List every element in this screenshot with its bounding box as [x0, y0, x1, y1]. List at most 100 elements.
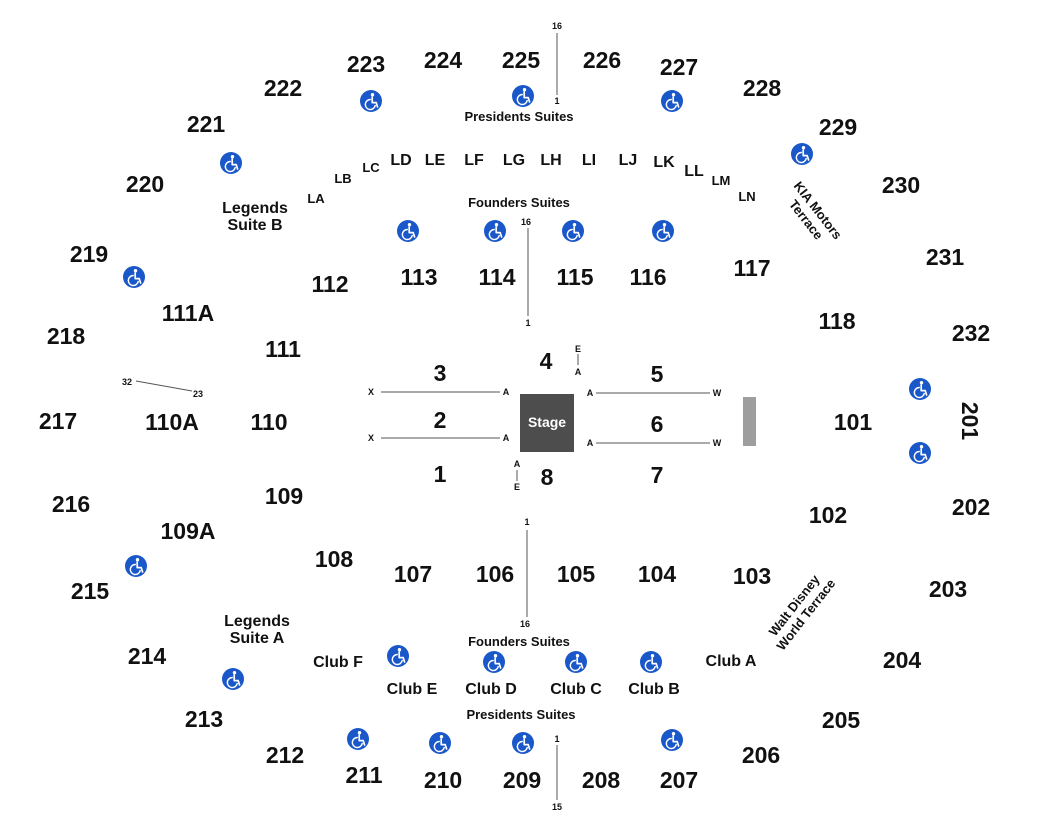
section-111a[interactable]: 111A	[162, 300, 214, 326]
section-201[interactable]: 201	[957, 402, 983, 441]
section-216[interactable]: 216	[52, 491, 90, 517]
wheelchair-icon[interactable]	[660, 728, 684, 752]
section-115[interactable]: 115	[556, 264, 593, 290]
section-229[interactable]: 229	[819, 114, 857, 140]
section-205[interactable]: 205	[822, 707, 861, 733]
section-103[interactable]: 103	[733, 563, 771, 589]
section-108[interactable]: 108	[315, 546, 354, 572]
section-224[interactable]: 224	[424, 47, 463, 73]
founders-suites-top[interactable]: Founders Suites	[468, 195, 570, 210]
loge-li[interactable]: LI	[582, 152, 596, 169]
walt-disney-world-terrace[interactable]: Walt Disney World Terrace	[762, 567, 839, 653]
wheelchair-icon[interactable]	[428, 731, 452, 755]
section-221[interactable]: 221	[187, 111, 226, 137]
section-223[interactable]: 223	[347, 51, 385, 77]
wheelchair-icon[interactable]	[660, 89, 684, 113]
section-219[interactable]: 219	[70, 241, 108, 267]
loge-lf[interactable]: LF	[464, 152, 484, 169]
loge-lk[interactable]: LK	[653, 154, 675, 171]
loge-lc[interactable]: LC	[362, 160, 380, 175]
section-218[interactable]: 218	[47, 323, 86, 349]
section-203[interactable]: 203	[929, 576, 967, 602]
wheelchair-icon[interactable]	[511, 84, 535, 108]
club-c[interactable]: Club C	[550, 681, 602, 698]
wheelchair-icon[interactable]	[639, 650, 663, 674]
section-220[interactable]: 220	[126, 171, 164, 197]
section-226[interactable]: 226	[583, 47, 621, 73]
wheelchair-icon[interactable]	[122, 265, 146, 289]
section-211[interactable]: 211	[345, 762, 382, 788]
wheelchair-icon[interactable]	[561, 219, 585, 243]
section-117[interactable]: 117	[733, 255, 770, 281]
section-107[interactable]: 107	[394, 561, 432, 587]
section-101[interactable]: 101	[834, 409, 873, 435]
legends-suite-a-line2[interactable]: Suite A	[230, 630, 285, 647]
wheelchair-icon[interactable]	[482, 650, 506, 674]
club-d[interactable]: Club D	[465, 681, 517, 698]
section-214[interactable]: 214	[128, 643, 167, 669]
wheelchair-icon[interactable]	[908, 441, 932, 465]
loge-lb[interactable]: LB	[334, 171, 351, 186]
section-104[interactable]: 104	[638, 561, 677, 587]
section-118[interactable]: 118	[818, 308, 855, 334]
legends-suite-b-line2[interactable]: Suite B	[227, 217, 282, 234]
section-105[interactable]: 105	[557, 561, 596, 587]
section-206[interactable]: 206	[742, 742, 780, 768]
section-231[interactable]: 231	[926, 244, 965, 270]
loge-lg[interactable]: LG	[503, 152, 525, 169]
club-a[interactable]: Club A	[706, 653, 757, 670]
section-2[interactable]: 2	[434, 407, 447, 433]
section-1[interactable]: 1	[434, 461, 447, 487]
wheelchair-icon[interactable]	[564, 650, 588, 674]
section-111[interactable]: 111	[265, 336, 301, 362]
section-112[interactable]: 112	[311, 271, 348, 297]
section-110[interactable]: 110	[250, 409, 287, 435]
section-209[interactable]: 209	[503, 767, 541, 793]
section-227[interactable]: 227	[660, 54, 698, 80]
section-228[interactable]: 228	[743, 75, 782, 101]
wheelchair-icon[interactable]	[221, 667, 245, 691]
section-110a[interactable]: 110A	[145, 409, 199, 435]
legends-suite-a-line1[interactable]: Legends	[224, 613, 290, 630]
section-232[interactable]: 232	[952, 320, 990, 346]
club-f[interactable]: Club F	[313, 654, 363, 671]
stage[interactable]	[520, 394, 574, 452]
section-204[interactable]: 204	[883, 647, 922, 673]
section-102[interactable]: 102	[809, 502, 847, 528]
loge-ll[interactable]: LL	[684, 163, 704, 180]
loge-la[interactable]: LA	[307, 191, 325, 206]
wheelchair-icon[interactable]	[124, 554, 148, 578]
section-5[interactable]: 5	[651, 361, 664, 387]
founders-suites-bottom[interactable]: Founders Suites	[468, 634, 570, 649]
section-6[interactable]: 6	[651, 411, 664, 437]
section-109a[interactable]: 109A	[161, 518, 216, 544]
presidents-suites-top[interactable]: Presidents Suites	[464, 109, 573, 124]
section-106[interactable]: 106	[476, 561, 514, 587]
section-230[interactable]: 230	[882, 172, 920, 198]
wheelchair-icon[interactable]	[483, 219, 507, 243]
wheelchair-icon[interactable]	[386, 644, 410, 668]
section-215[interactable]: 215	[71, 578, 110, 604]
wheelchair-icon[interactable]	[219, 151, 243, 175]
section-222[interactable]: 222	[264, 75, 302, 101]
section-8[interactable]: 8	[541, 464, 554, 490]
presidents-suites-bottom[interactable]: Presidents Suites	[466, 707, 575, 722]
loge-le[interactable]: LE	[425, 152, 446, 169]
loge-lj[interactable]: LJ	[619, 152, 638, 169]
section-210[interactable]: 210	[424, 767, 462, 793]
section-225[interactable]: 225	[502, 47, 541, 73]
wheelchair-icon[interactable]	[396, 219, 420, 243]
section-217[interactable]: 217	[39, 408, 77, 434]
section-109[interactable]: 109	[265, 483, 303, 509]
wheelchair-icon[interactable]	[346, 727, 370, 751]
section-4[interactable]: 4	[540, 348, 553, 374]
section-7[interactable]: 7	[651, 462, 664, 488]
section-116[interactable]: 116	[629, 264, 666, 290]
loge-ln[interactable]: LN	[738, 189, 755, 204]
section-114[interactable]: 114	[478, 264, 515, 290]
section-208[interactable]: 208	[582, 767, 621, 793]
club-e[interactable]: Club E	[387, 681, 438, 698]
wheelchair-icon[interactable]	[511, 731, 535, 755]
loge-lh[interactable]: LH	[540, 152, 561, 169]
section-207[interactable]: 207	[660, 767, 698, 793]
